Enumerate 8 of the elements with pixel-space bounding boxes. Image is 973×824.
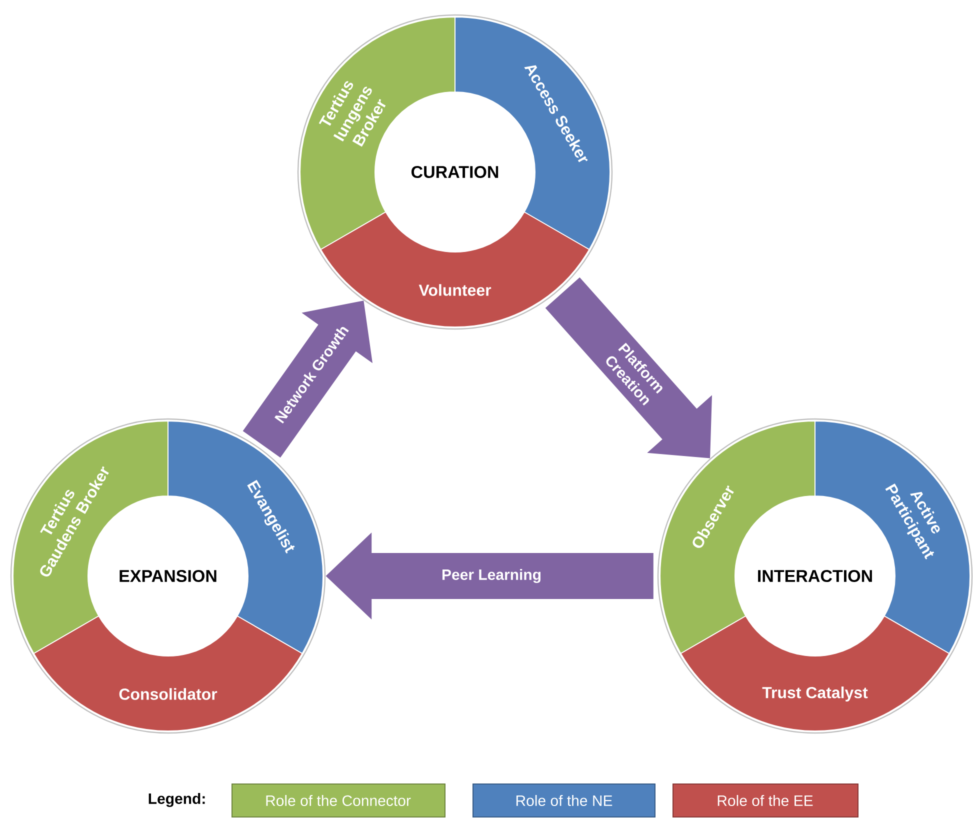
legend-item: Role of the Connector — [232, 784, 446, 818]
legend-title: Legend: — [148, 792, 205, 807]
edge-label: Peer Learning — [440, 568, 543, 584]
ring-segment: Consolidator — [33, 616, 303, 732]
ring-segment: Trust Catalyst — [680, 616, 950, 732]
ring-segment: Volunteer — [320, 212, 590, 328]
legend-item: Role of the NE — [472, 784, 656, 818]
legend-item: Role of the EE — [672, 784, 858, 818]
